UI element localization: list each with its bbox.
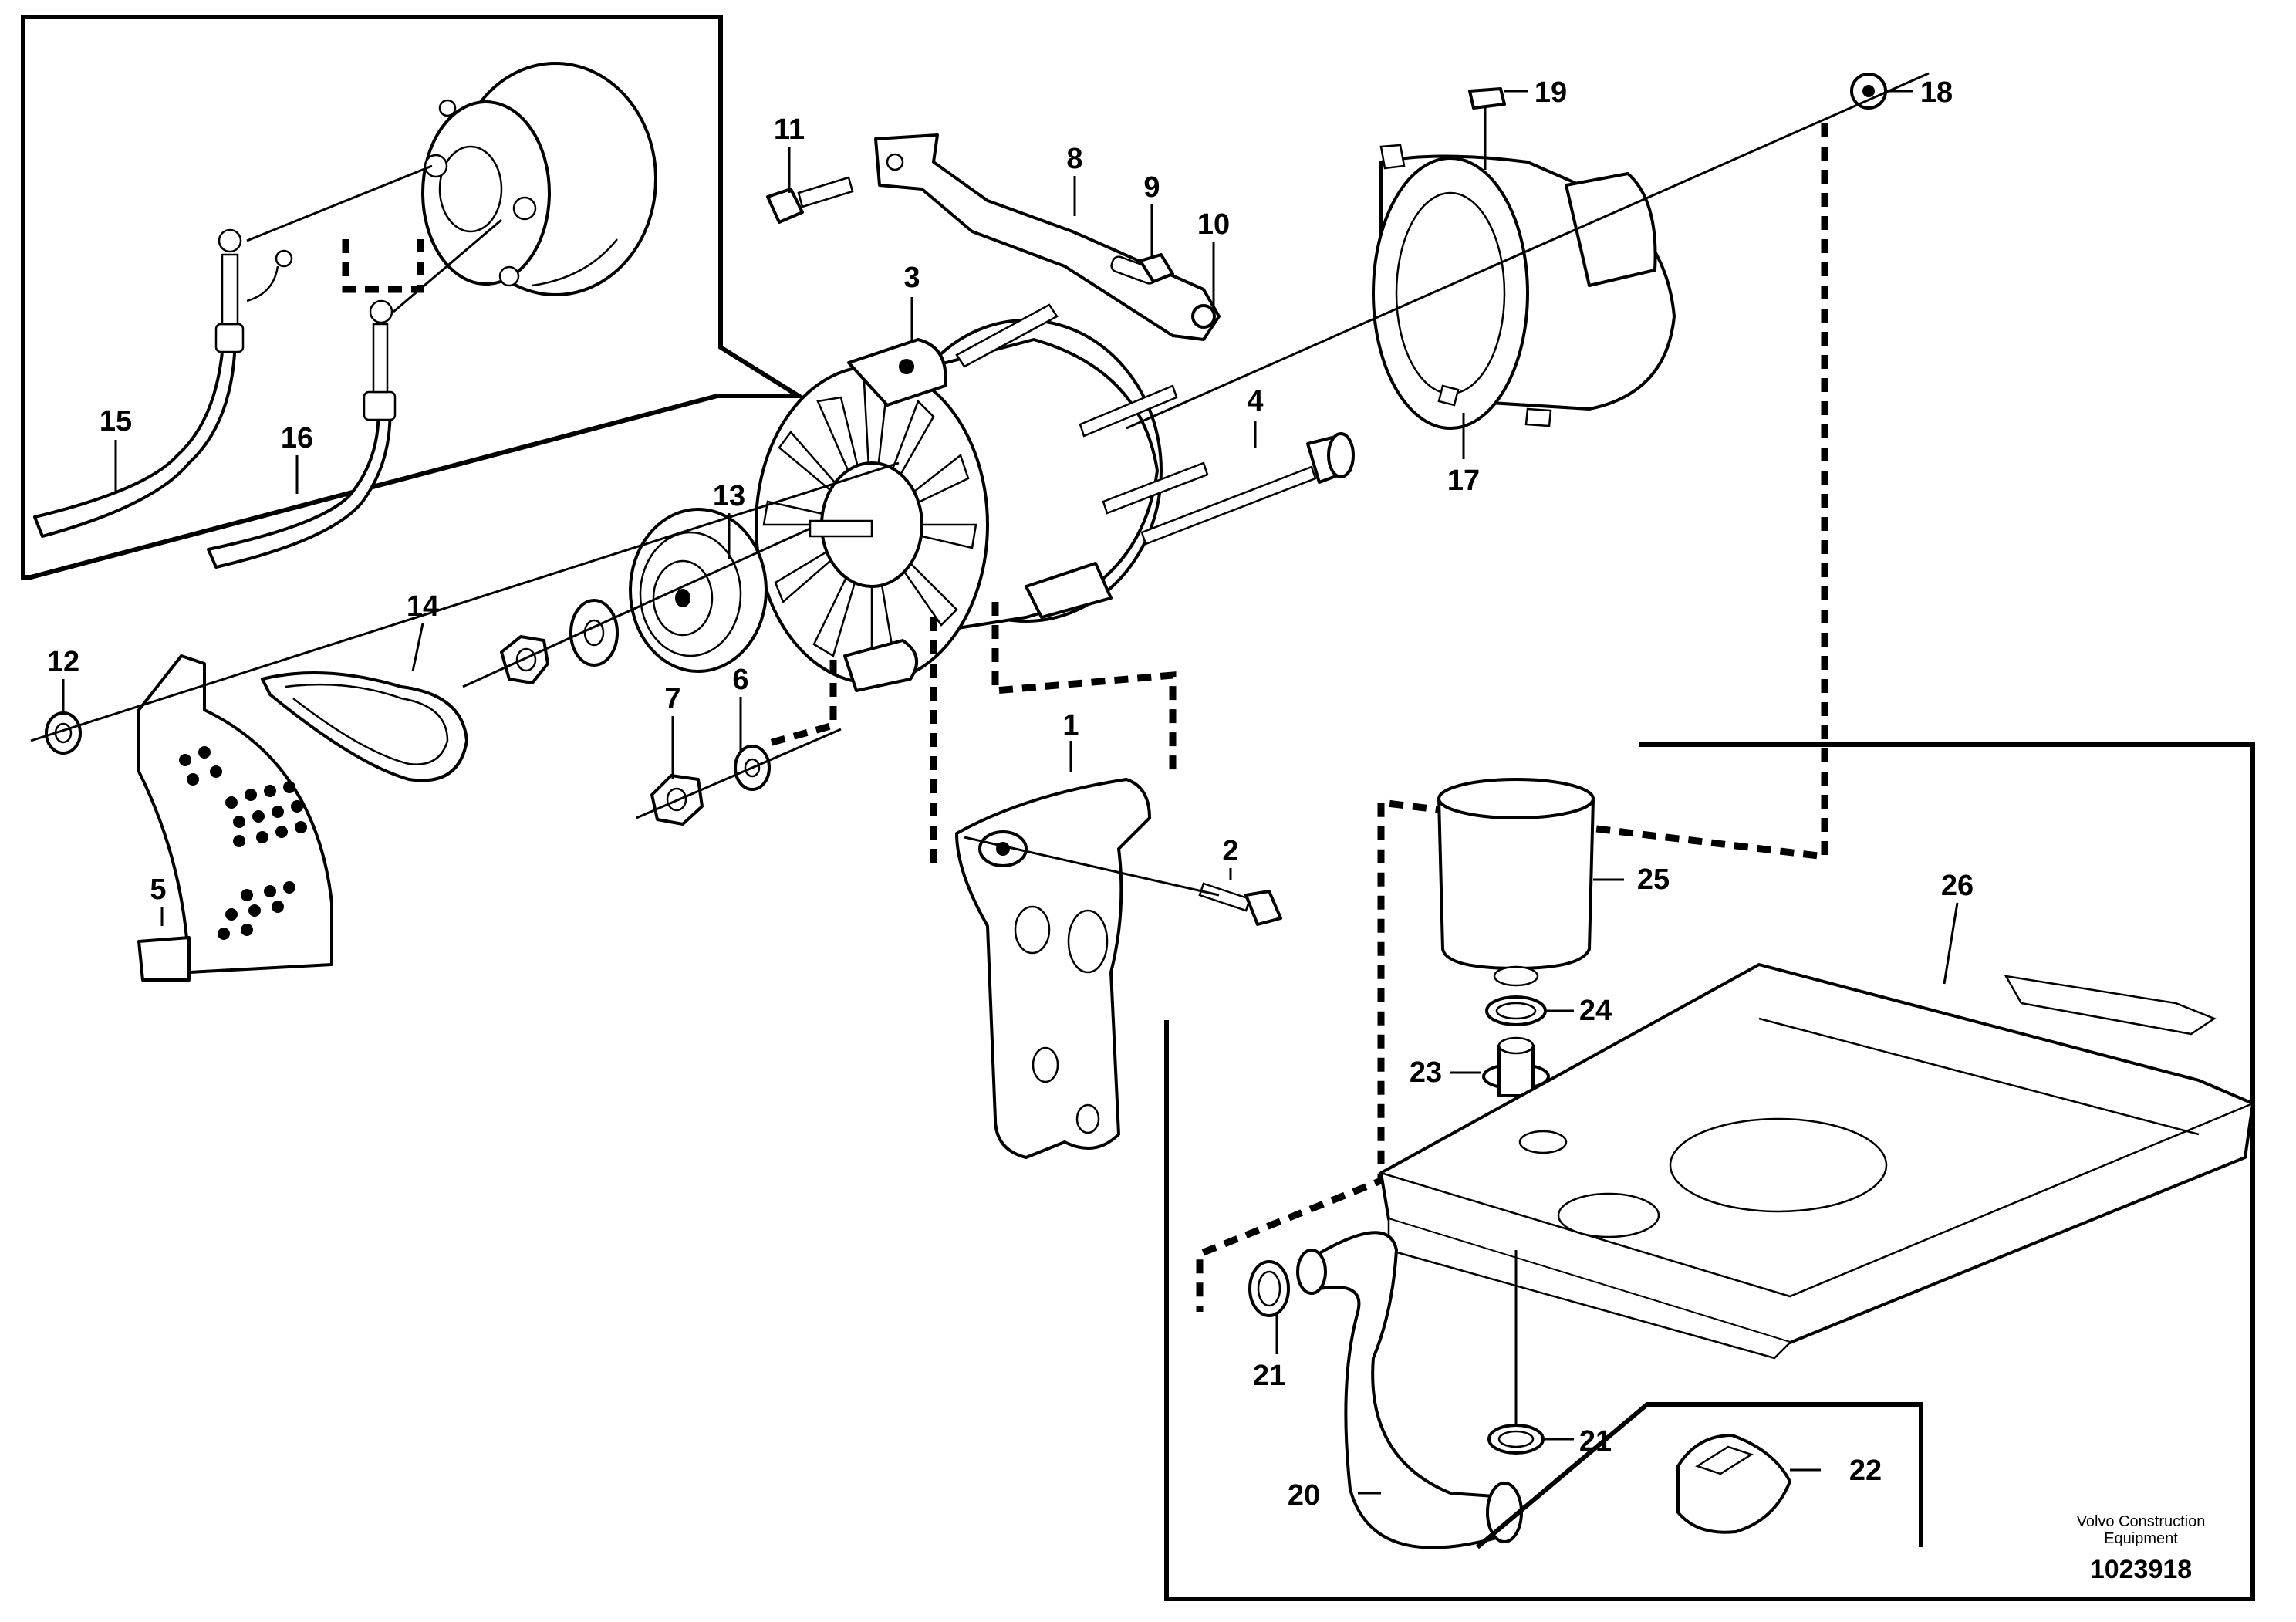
bolt-4 (1140, 432, 1355, 546)
callout-3: 3 (903, 262, 920, 294)
callout-5: 5 (150, 874, 166, 906)
bolt-11 (766, 176, 854, 224)
callout-13: 13 (713, 480, 745, 512)
callout-10: 10 (1197, 208, 1230, 241)
callout-15: 15 (100, 405, 132, 438)
leader-lines (62, 90, 1959, 1495)
callout-21-upper: 21 (1253, 1360, 1285, 1392)
clamp-21-upper (1248, 1260, 1290, 1317)
nut-12 (45, 711, 82, 755)
cover-17 (1372, 144, 1676, 430)
hose-20 (1296, 1231, 1523, 1549)
document-number: 1023918 (2090, 1555, 2192, 1584)
clamp-24 (1485, 995, 1547, 1026)
callout-4: 4 (1247, 385, 1263, 417)
callout-18: 18 (1920, 76, 1953, 109)
clip-22 (1676, 1434, 1791, 1534)
clamp-21-lower (1487, 1424, 1545, 1455)
pulley-13 (629, 508, 768, 673)
callout-12: 12 (47, 646, 79, 678)
callout-6: 6 (732, 664, 748, 696)
cable-16 (207, 299, 397, 569)
filter-25 (1437, 778, 1595, 987)
callout-25: 25 (1637, 863, 1670, 896)
clip-19 (1468, 87, 1506, 110)
adapter-23 (1482, 1036, 1550, 1097)
alternator-rear-view (421, 62, 657, 296)
bracket-8 (874, 133, 1221, 341)
belt-14 (261, 671, 468, 782)
washer-pulley (569, 599, 619, 667)
alternator (755, 303, 1209, 692)
callout-22: 22 (1849, 1455, 1882, 1487)
callout-23: 23 (1410, 1056, 1442, 1089)
inset-frame-terminals (21, 15, 807, 580)
callout-17: 17 (1447, 465, 1480, 497)
bracket-1 (955, 778, 1151, 1159)
callout-26: 26 (1941, 870, 1974, 902)
brand-line-1: Volvo Construction (2077, 1513, 2206, 1530)
footer: Volvo Construction Equipment 1023918 (2077, 1513, 2206, 1584)
nut-10 (1191, 304, 1216, 329)
plate-26 (1379, 963, 2254, 1360)
callout-11: 11 (774, 113, 805, 146)
nut-18 (1850, 73, 1887, 110)
callout-16: 16 (281, 422, 313, 454)
callout-7: 7 (664, 683, 680, 715)
bolt-2 (1198, 882, 1282, 926)
guard-5 (137, 654, 333, 982)
callout-1: 1 (1062, 709, 1079, 742)
callout-labels: 1 2 3 4 5 6 7 8 9 10 11 12 13 14 15 16 1… (47, 76, 1974, 1512)
callout-14: 14 (407, 590, 439, 623)
nut-9 (1139, 253, 1174, 283)
callout-19: 19 (1535, 76, 1567, 109)
inset-frame-clip (1476, 1402, 1923, 1549)
callout-21-lower: 21 (1579, 1425, 1612, 1458)
callout-9: 9 (1143, 171, 1160, 204)
callout-20: 20 (1288, 1479, 1320, 1512)
callout-24: 24 (1579, 995, 1612, 1027)
brand-line-2: Equipment (2104, 1530, 2178, 1547)
cable-15 (33, 228, 293, 538)
callout-8: 8 (1066, 143, 1082, 175)
callout-2: 2 (1222, 835, 1238, 867)
inset-frame-hose (1164, 742, 2255, 1601)
